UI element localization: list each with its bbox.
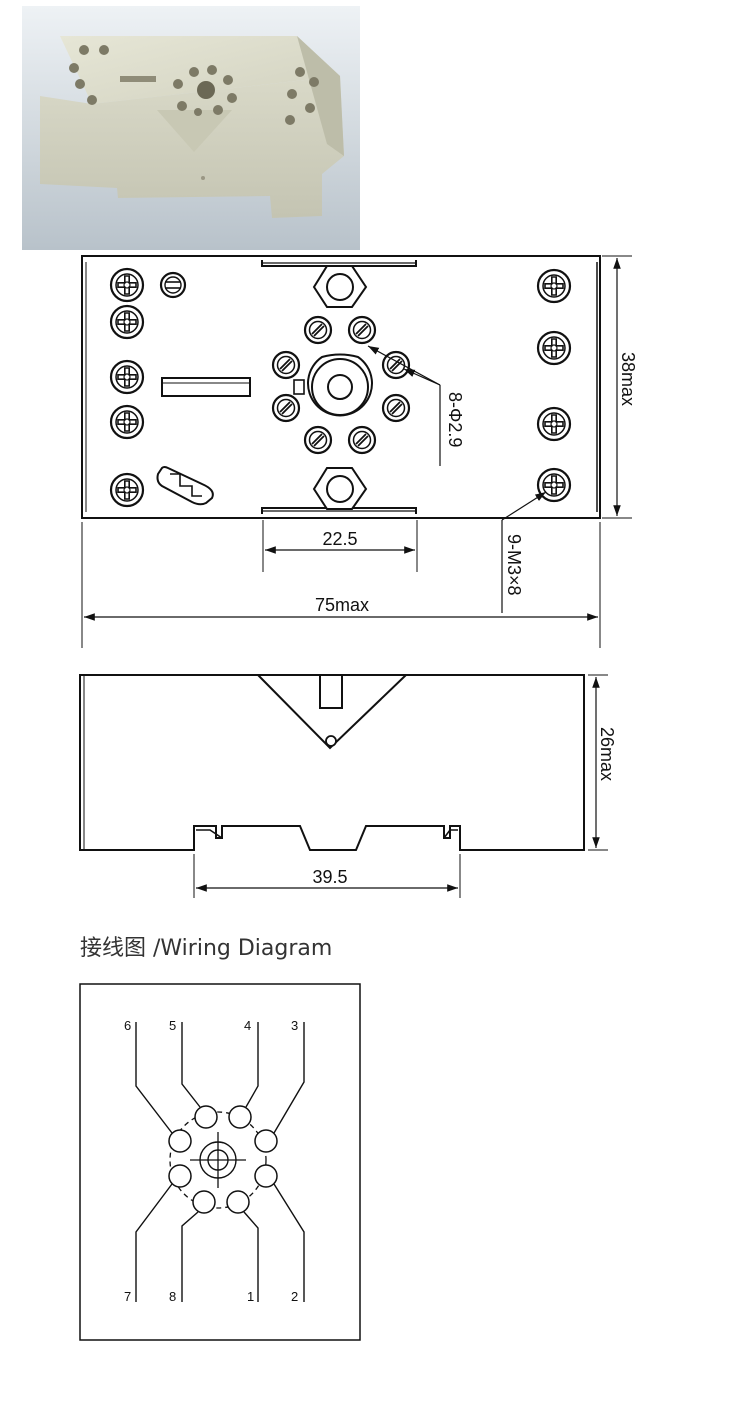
terminal-screw-right-1: [536, 268, 572, 304]
pin-hole-1: [303, 315, 333, 345]
wiring-pin-2: [254, 1164, 278, 1188]
length-dimension-text: 75max: [315, 595, 369, 615]
pin-hole-6: [381, 393, 411, 423]
rail-width-dimension: 39.5: [193, 854, 461, 898]
top-view: 8-Φ2.9 9-M3×8 38max 22.5 75max: [81, 255, 638, 648]
hex-nut-top: [312, 265, 368, 308]
wiring-pin-6: [168, 1129, 192, 1153]
wiring-pin-7: [168, 1164, 192, 1188]
terminal-screw-left-1: [109, 267, 145, 303]
socket-outline-side: [79, 674, 585, 851]
wiring-label-6: 6: [124, 1018, 131, 1033]
pin-hole-3: [271, 350, 301, 380]
wiring-pin-4: [228, 1105, 252, 1129]
label-slot: [161, 377, 251, 397]
terminal-screw-left-5: [109, 472, 145, 508]
pin-hole-7: [303, 425, 333, 455]
length-dimension: 75max: [81, 522, 601, 648]
wiring-label-2: 2: [291, 1289, 298, 1304]
wiring-diagram: 6 5 4 3 7 8 1 2: [79, 983, 361, 1341]
wiring-pin-1: [226, 1190, 250, 1214]
width-dimension: 38max: [602, 255, 638, 519]
wiring-frame: [79, 983, 361, 1341]
terminal-screw-left-2: [109, 304, 145, 340]
terminal-screw-right-2: [536, 330, 572, 366]
terminal-screw-callout-text: 9-M3×8: [504, 534, 524, 596]
slotted-screw-icon: [159, 271, 187, 299]
wiring-label-1: 1: [247, 1289, 254, 1304]
terminal-screw-callout: 9-M3×8: [501, 491, 547, 613]
pin-hole-callout-text: 8-Φ2.9: [445, 392, 465, 447]
terminal-screw-right-4: [536, 467, 572, 503]
hex-nut-bottom: [312, 467, 368, 510]
wiring-pin-8: [192, 1190, 216, 1214]
retaining-clip-icon: [156, 466, 214, 506]
pin-hole-8: [347, 425, 377, 455]
terminal-screw-left-3: [109, 359, 145, 395]
wiring-label-8: 8: [169, 1289, 176, 1304]
pin-hole-callout: 8-Φ2.9: [367, 345, 465, 466]
wiring-label-3: 3: [291, 1018, 298, 1033]
rail-width-dimension-text: 39.5: [312, 867, 347, 887]
side-view: 26max 39.5: [79, 674, 617, 898]
wiring-label-7: 7: [124, 1289, 131, 1304]
height-dimension-text: 26max: [597, 727, 617, 781]
terminal-screw-right-3: [536, 406, 572, 442]
height-dimension: 26max: [588, 674, 617, 851]
wiring-pin-5: [194, 1105, 218, 1129]
pin-spacing-dimension: 22.5: [262, 520, 418, 572]
center-key-hole: [293, 353, 373, 417]
relay-socket-photo-icon: [40, 36, 344, 218]
terminal-screw-left-4: [109, 404, 145, 440]
pin-hole-5: [271, 393, 301, 423]
width-dimension-text: 38max: [618, 352, 638, 406]
product-photo: [22, 6, 360, 250]
wiring-pin-3: [254, 1129, 278, 1153]
pin-spacing-dimension-text: 22.5: [322, 529, 357, 549]
pin-hole-2: [347, 315, 377, 345]
wiring-label-5: 5: [169, 1018, 176, 1033]
wiring-label-4: 4: [244, 1018, 251, 1033]
wiring-diagram-title: 接线图 /Wiring Diagram: [80, 936, 333, 961]
